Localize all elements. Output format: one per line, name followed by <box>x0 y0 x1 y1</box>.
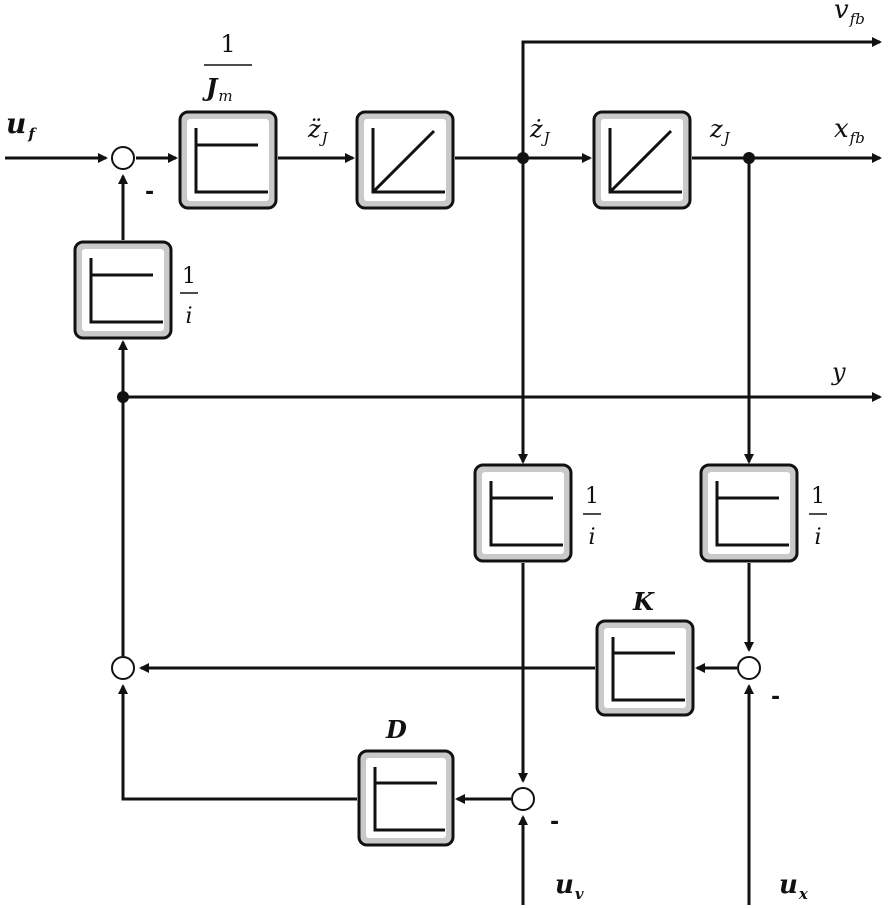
block-inv-i-velocity <box>473 463 573 563</box>
gain-inv-i-position-den: i <box>814 525 821 550</box>
gain-inv-jm: 1 Jm <box>202 30 252 105</box>
gain-d: D <box>385 715 407 744</box>
block-inv-i-feedback <box>73 240 173 340</box>
sum-position <box>737 656 761 680</box>
block-integrator-1 <box>355 110 455 210</box>
gain-inv-i-velocity: 1 i <box>583 484 601 550</box>
gain-inv-i-feedback-den: i <box>185 304 192 329</box>
block-inv-jm <box>178 110 278 210</box>
block-k <box>595 619 695 717</box>
branch-point-zJ <box>743 152 755 164</box>
label-ux: ux <box>779 870 809 903</box>
gain-inv-i-feedback-num: 1 <box>182 264 196 289</box>
sum-velocity <box>511 787 535 811</box>
label-zddJ: z̈J <box>307 115 329 147</box>
label-y: y <box>831 358 846 386</box>
branch-point-zdJ <box>517 152 529 164</box>
branch-point-y <box>117 391 129 403</box>
sum-input <box>111 146 135 170</box>
label-zdJ: żJ <box>529 115 551 147</box>
gain-inv-i-velocity-num: 1 <box>585 484 599 509</box>
block-integrator-2 <box>592 110 692 210</box>
label-xfb: xfb <box>834 114 865 147</box>
signal-wires <box>5 37 882 905</box>
label-vfb: vfb <box>834 0 865 28</box>
sign-sum-velocity: - <box>550 810 559 835</box>
sign-sum-input: - <box>145 180 154 205</box>
gain-inv-i-velocity-den: i <box>588 525 595 550</box>
sum-left <box>111 656 135 680</box>
gain-inv-i-position: 1 i <box>809 484 827 550</box>
wire-d-to-sumleft <box>118 684 357 801</box>
sign-sum-position: - <box>771 685 780 710</box>
gain-inv-jm-numerator: 1 <box>220 30 235 58</box>
gain-k: K <box>632 587 655 616</box>
block-inv-i-position <box>699 463 799 563</box>
gain-inv-jm-denominator: Jm <box>202 73 233 105</box>
wire-vfb <box>521 37 882 158</box>
gain-inv-i-position-num: 1 <box>811 484 825 509</box>
label-uv: uv <box>555 870 584 903</box>
gain-inv-i-feedback: 1 i <box>180 264 198 329</box>
label-zJ: zJ <box>709 115 731 147</box>
block-d <box>357 749 455 847</box>
